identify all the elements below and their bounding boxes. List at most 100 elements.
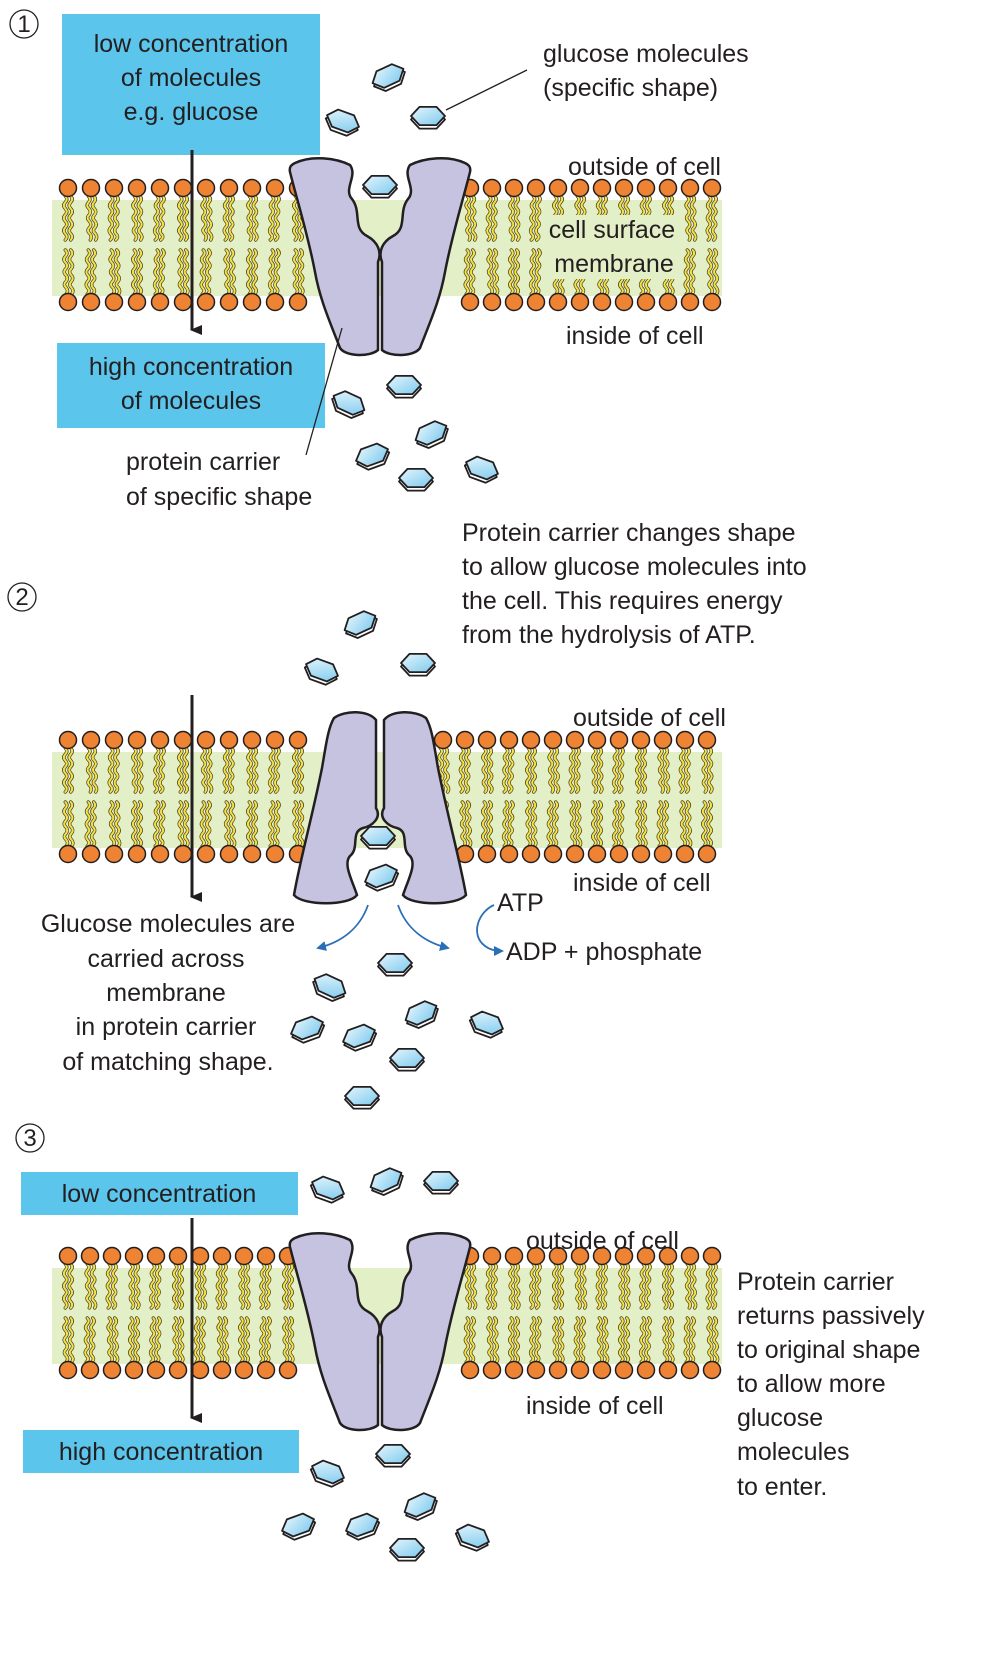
glucose-molecule-icon (410, 105, 446, 130)
high-box-label: high concentration (59, 1438, 263, 1466)
phospholipid-icon (150, 730, 170, 864)
phospholipid-icon (265, 178, 285, 312)
phospholipid-icon (570, 1246, 590, 1380)
high-box-line-1: high concentration (89, 353, 293, 381)
phospholipid-icon (482, 1246, 502, 1380)
step-number: 3 (23, 1125, 36, 1152)
glucose-molecule-icon (371, 63, 406, 92)
glucose-molecule-icon (290, 1015, 326, 1044)
description-line-4: from the hydrolysis of ATP. (462, 621, 756, 649)
glucose-molecule-icon (404, 1000, 439, 1029)
phospholipid-icon (58, 1246, 78, 1380)
phospholipid-icon (80, 1246, 100, 1380)
description-line-2: returns passively (737, 1302, 925, 1330)
low-concentration-box (21, 1172, 298, 1215)
low-concentration-box (62, 14, 320, 155)
glucose-molecule-icon (463, 455, 499, 484)
description-line-6: molecules (737, 1438, 850, 1466)
membrane-label-line-1: cell surface (549, 216, 675, 244)
phospholipid-icon (631, 730, 651, 864)
high-concentration-box (57, 343, 325, 428)
phospholipid-icon (680, 1246, 700, 1380)
phospholipid-icon (521, 730, 541, 864)
membrane-label-backdrop (542, 215, 682, 279)
glucose-molecule-icon (281, 1512, 317, 1541)
glucose-molecule-icon (303, 657, 339, 686)
phospholipid-icon (548, 1246, 568, 1380)
phospholipid-icon (592, 1246, 612, 1380)
glucose-release-arrow-right (397, 904, 450, 951)
panel-3: 3 low concentration high concentration o… (15, 1123, 925, 1562)
phospholipid-icon (219, 178, 239, 312)
phospholipid-icon (196, 178, 216, 312)
glucose-molecule-icon (364, 863, 400, 892)
phospholipid-icon (526, 178, 546, 312)
caption-line-2: carried across (88, 945, 245, 973)
phospholipid-icon (234, 1246, 254, 1380)
phospholipid-icon (81, 178, 101, 312)
glucose-molecule-icon (423, 1170, 459, 1195)
glucose-molecule-icon (362, 174, 398, 199)
cell-surface-membrane (52, 730, 722, 864)
phospholipid-icon (680, 178, 700, 312)
phospholipid-icon (653, 730, 673, 864)
phospholipid-icon (565, 730, 585, 864)
phospholipid-icon (460, 178, 480, 312)
high-concentration-box (23, 1430, 299, 1473)
phospholipid-icon (455, 730, 475, 864)
inside-of-cell-label: inside of cell (566, 322, 704, 350)
description-line-5: glucose (737, 1404, 823, 1432)
carrier-label-line-2: of specific shape (126, 483, 312, 511)
phospholipid-icon (146, 1246, 166, 1380)
description-line-2: to allow glucose molecules into (462, 553, 807, 581)
carrier-leader-line (305, 327, 343, 456)
glucose-molecules-panel-2 (290, 610, 504, 1110)
glucose-molecule-icon (389, 1047, 425, 1072)
phospholipid-icon (256, 1246, 276, 1380)
glucose-molecule-icon (309, 1459, 345, 1488)
step-number-circle (7, 582, 37, 612)
caption-line-3: membrane (106, 979, 226, 1007)
phospholipid-icon (242, 730, 262, 864)
description-line-7: to enter. (737, 1473, 827, 1501)
phospholipid-icon (278, 1246, 298, 1380)
phospholipid-icon (609, 730, 629, 864)
glucose-leader-line (445, 69, 528, 111)
outside-of-cell-label: outside of cell (568, 153, 721, 181)
phospholipid-icon (460, 1246, 480, 1380)
glucose-molecule-icon (400, 652, 436, 677)
glucose-molecule-icon (312, 973, 347, 1002)
phospholipid-icon (702, 178, 722, 312)
glucose-molecules-panel-3 (281, 1167, 490, 1562)
step-number: 1 (17, 11, 30, 38)
description-line-3: to original shape (737, 1336, 920, 1364)
description-line-4: to allow more (737, 1370, 886, 1398)
phospholipid-icon (124, 1246, 144, 1380)
glucose-molecule-icon (360, 825, 396, 850)
inside-of-cell-label: inside of cell (573, 869, 711, 897)
glucose-label-line-1: glucose molecules (543, 40, 749, 68)
phospholipid-icon (477, 730, 497, 864)
caption-line-4: in protein carrier (76, 1013, 257, 1041)
glucose-molecule-icon (324, 108, 360, 137)
phospholipid-icon (614, 1246, 634, 1380)
glucose-molecule-icon (398, 467, 434, 492)
glucose-molecule-icon (355, 442, 391, 471)
phospholipid-icon (697, 730, 717, 864)
phospholipid-icon (58, 730, 78, 864)
phospholipid-icon (58, 178, 78, 312)
phospholipid-icon (526, 1246, 546, 1380)
inside-of-cell-label: inside of cell (526, 1392, 664, 1420)
protein-carrier-icon (292, 711, 468, 905)
glucose-molecules-panel-1 (324, 63, 499, 492)
phospholipid-icon (504, 178, 524, 312)
low-box-label: low concentration (62, 1180, 257, 1208)
glucose-molecule-icon (414, 420, 449, 449)
glucose-release-arrow-left (316, 904, 369, 951)
outside-of-cell-label: outside of cell (573, 704, 726, 732)
phospholipid-icon (104, 178, 124, 312)
phospholipid-icon (636, 1246, 656, 1380)
glucose-molecule-icon (377, 952, 413, 977)
phospholipid-icon (168, 1246, 188, 1380)
